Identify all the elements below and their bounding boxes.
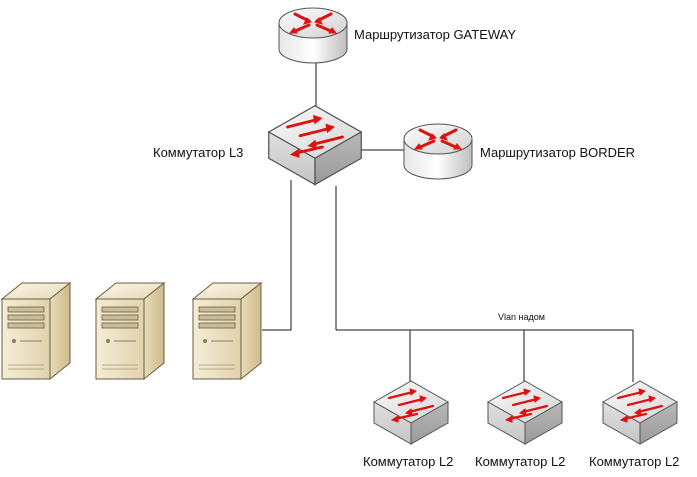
switch-l2-label-3: Коммутатор L2 bbox=[589, 454, 680, 469]
switch-l3-label: Коммутатор L3 bbox=[153, 145, 244, 160]
router-gateway[interactable] bbox=[277, 6, 349, 65]
router-icon bbox=[277, 6, 349, 65]
switch-l2-icon bbox=[372, 379, 450, 446]
router-icon bbox=[402, 122, 474, 181]
server-3[interactable] bbox=[192, 282, 262, 380]
server-icon bbox=[1, 282, 71, 380]
link-l3-servers bbox=[262, 180, 292, 331]
vlan-label: Vlan надом bbox=[498, 312, 545, 322]
switch-l2-2[interactable] bbox=[486, 379, 564, 446]
switch-l2-1[interactable] bbox=[372, 379, 450, 446]
router-gateway-label: Маршрутизатор GATEWAY bbox=[354, 27, 517, 42]
switch-l2-icon bbox=[601, 379, 679, 446]
router-border[interactable] bbox=[402, 122, 474, 181]
connections bbox=[262, 62, 634, 382]
switch-l3[interactable] bbox=[267, 104, 363, 186]
server-1[interactable] bbox=[1, 282, 71, 380]
switch-l2-3[interactable] bbox=[601, 379, 679, 446]
router-border-label: Маршрутизатор BORDER bbox=[480, 145, 636, 160]
server-icon bbox=[95, 282, 165, 380]
server-2[interactable] bbox=[95, 282, 165, 380]
switch-l2-icon bbox=[486, 379, 564, 446]
switch-l2-label-1: Коммутатор L2 bbox=[363, 454, 454, 469]
switch-l3-icon bbox=[267, 104, 363, 186]
server-icon bbox=[192, 282, 262, 380]
switch-l2-label-2: Коммутатор L2 bbox=[475, 454, 566, 469]
